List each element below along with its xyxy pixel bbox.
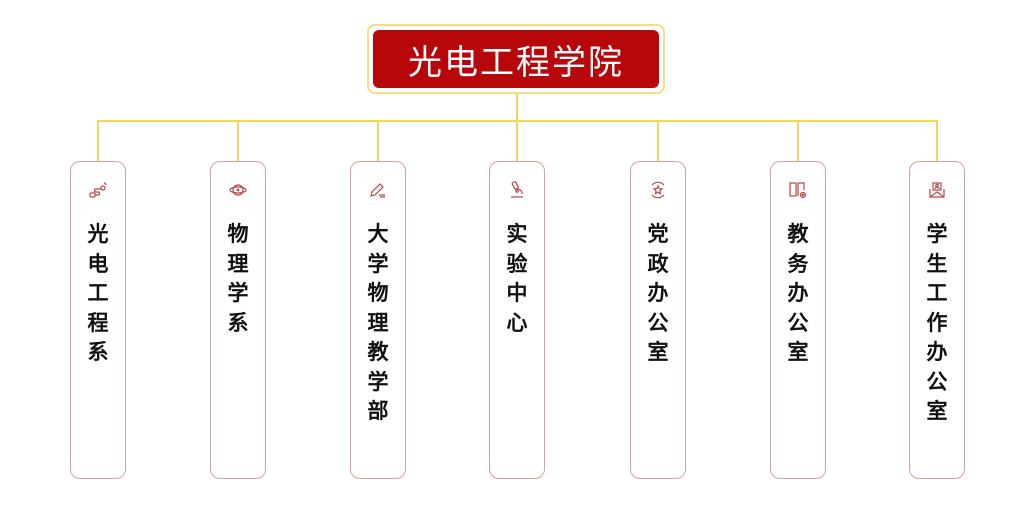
root-node-fill: 光电工程学院 xyxy=(373,30,659,88)
child-node-1: 物理学系 xyxy=(210,161,266,479)
label-char: 部 xyxy=(367,399,389,423)
label-char: 公 xyxy=(787,310,809,335)
label-char: 公 xyxy=(926,369,948,394)
root-node: 光电工程学院 xyxy=(367,24,665,94)
child-node-0: 光电工程系 xyxy=(70,161,126,479)
branch-connector xyxy=(237,120,239,161)
usb-cable-icon xyxy=(71,180,125,200)
atom-icon xyxy=(211,180,265,200)
child-node-6: 学生工作办公室 xyxy=(909,161,965,479)
label-char: 验 xyxy=(506,251,528,276)
branch-connector xyxy=(97,120,99,161)
label-char: 学 xyxy=(367,251,389,276)
child-label: 教务办公室 xyxy=(771,220,825,368)
label-char: 教 xyxy=(787,222,809,246)
label-char: 办 xyxy=(926,340,948,364)
label-char: 公 xyxy=(647,310,669,335)
branch-connector xyxy=(936,120,938,161)
label-char: 光 xyxy=(87,222,109,246)
label-char: 作 xyxy=(926,310,948,335)
label-char: 系 xyxy=(87,340,109,364)
label-char: 生 xyxy=(926,251,948,276)
star-badge-icon xyxy=(631,180,685,200)
label-char: 办 xyxy=(647,281,669,305)
label-char: 学 xyxy=(926,222,948,246)
label-char: 学 xyxy=(227,281,249,305)
label-char: 心 xyxy=(506,310,528,335)
child-label: 物理学系 xyxy=(211,220,265,338)
pen-write-icon xyxy=(351,180,405,200)
label-char: 程 xyxy=(87,310,109,335)
label-char: 工 xyxy=(87,281,109,305)
label-char: 理 xyxy=(227,251,249,276)
root-title: 光电工程学院 xyxy=(408,42,624,83)
label-char: 实 xyxy=(506,222,528,246)
label-char: 电 xyxy=(87,251,109,276)
child-node-2: 大学物理教学部 xyxy=(350,161,406,479)
label-char: 大 xyxy=(367,222,389,246)
label-char: 学 xyxy=(367,369,389,394)
label-char: 室 xyxy=(787,340,809,364)
child-label: 光电工程系 xyxy=(71,220,125,368)
child-label: 实验中心 xyxy=(490,220,544,338)
child-label: 大学物理教学部 xyxy=(351,220,405,427)
child-node-4: 党政办公室 xyxy=(630,161,686,479)
label-char: 系 xyxy=(227,310,249,335)
label-char: 教 xyxy=(367,340,389,364)
child-node-3: 实验中心 xyxy=(489,161,545,479)
branch-connector xyxy=(797,120,799,161)
label-char: 室 xyxy=(647,340,669,364)
branch-connector xyxy=(516,120,518,161)
child-node-5: 教务办公室 xyxy=(770,161,826,479)
label-char: 中 xyxy=(506,281,528,305)
label-char: 党 xyxy=(647,222,669,246)
label-char: 物 xyxy=(367,281,389,305)
child-label: 学生工作办公室 xyxy=(910,220,964,427)
child-label: 党政办公室 xyxy=(631,220,685,368)
book-settings-icon xyxy=(771,180,825,200)
label-char: 室 xyxy=(926,399,948,423)
label-char: 物 xyxy=(227,222,249,246)
label-char: 务 xyxy=(787,251,809,276)
label-char: 工 xyxy=(926,281,948,305)
branch-connector xyxy=(377,120,379,161)
label-char: 理 xyxy=(367,310,389,335)
branch-connector xyxy=(657,120,659,161)
trunk-connector xyxy=(516,94,518,121)
microscope-icon xyxy=(490,180,544,200)
label-char: 政 xyxy=(647,251,669,276)
label-char: 办 xyxy=(787,281,809,305)
mail-user-icon xyxy=(910,180,964,200)
